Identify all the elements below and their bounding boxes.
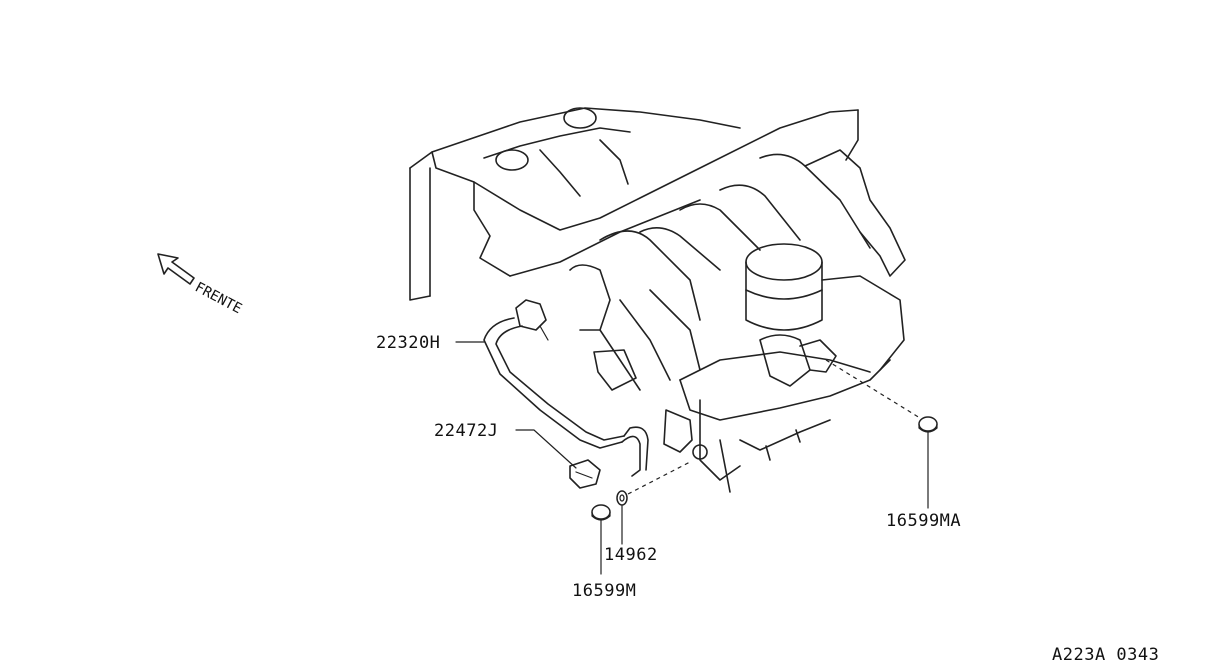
assembly-lines (627, 359, 921, 495)
hose-clamp (569, 459, 601, 489)
callout-plug-left: 16599M (572, 581, 636, 601)
engine-outline (409, 107, 906, 493)
direction-label: FRENTE (192, 279, 244, 317)
callout-clamp: 22472J (434, 421, 498, 441)
callout-plug-right: 16599MA (886, 511, 961, 531)
callout-hose: 22320H (376, 333, 440, 353)
washer-part (616, 490, 628, 506)
plug-right (918, 416, 938, 433)
blow-by-hose (483, 317, 649, 477)
front-direction-arrow-icon (157, 253, 195, 285)
plug-left (591, 504, 611, 521)
callout-washer: 14962 (604, 545, 658, 565)
drawing-code: A223A 0343 (1052, 645, 1159, 665)
leader-lines (455, 341, 929, 575)
